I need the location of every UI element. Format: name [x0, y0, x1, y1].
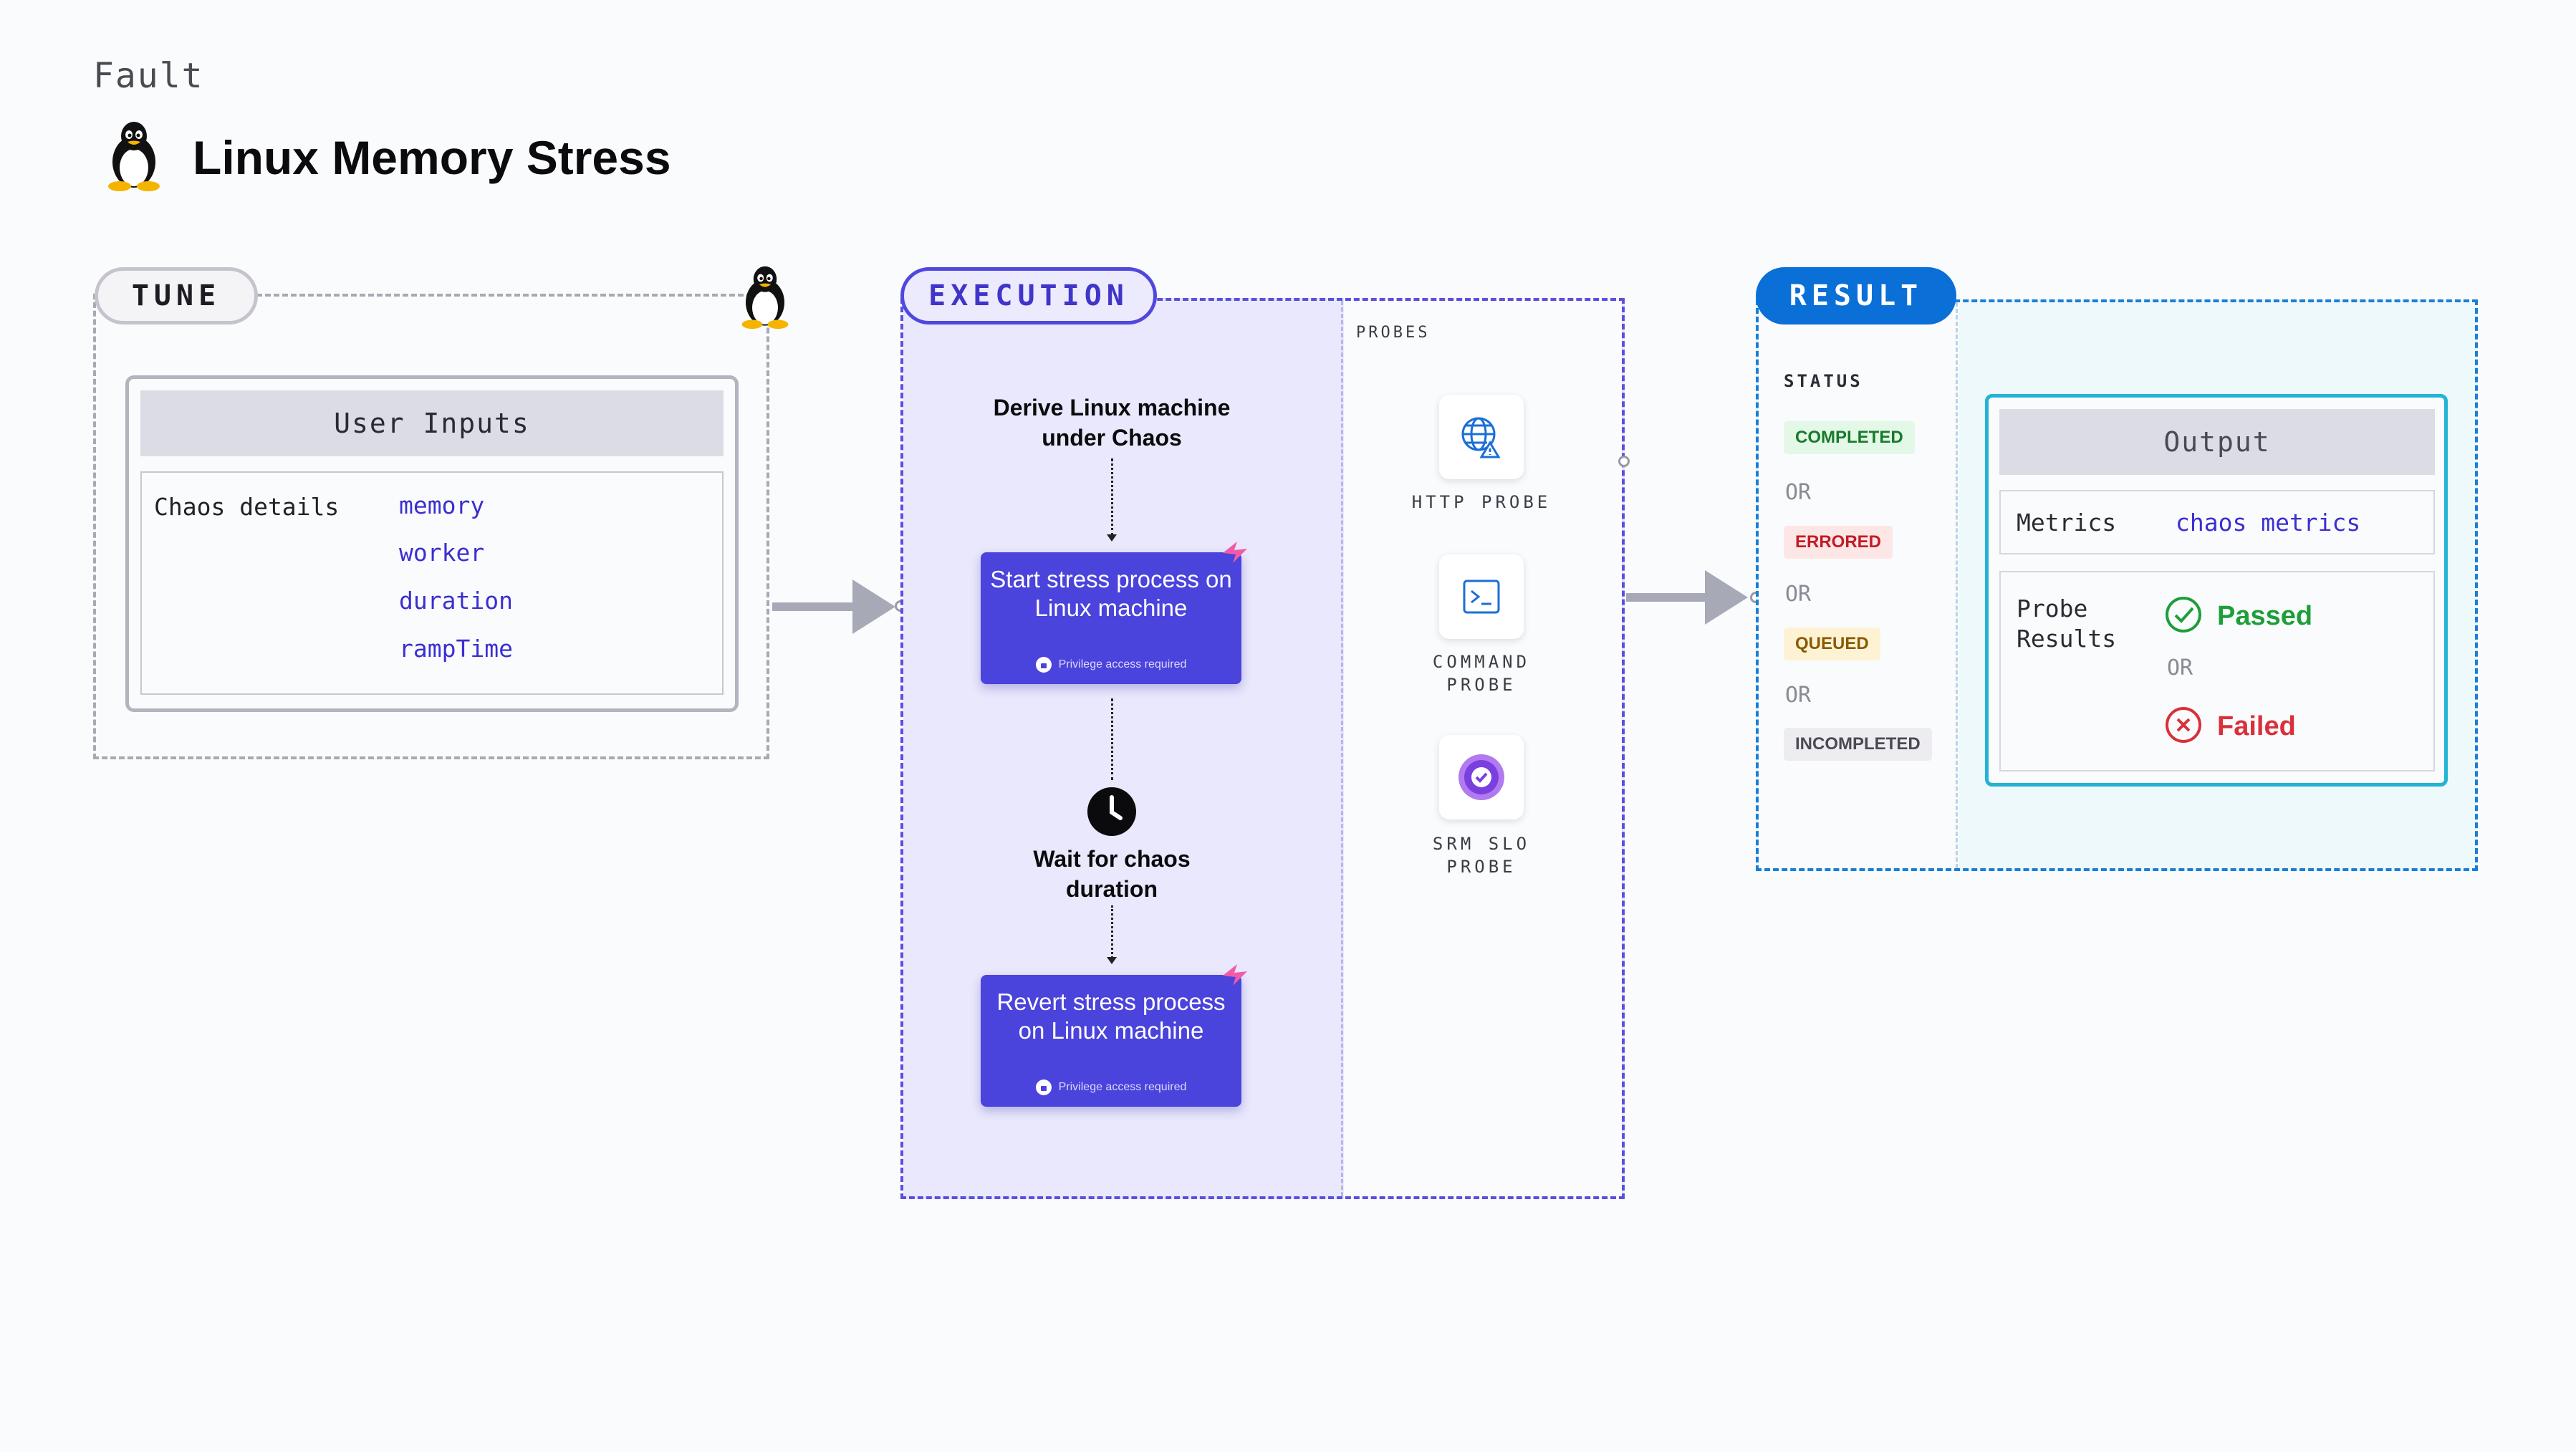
execution-pill: EXECUTION [900, 267, 1157, 324]
chaos-spark-icon [1220, 539, 1250, 569]
flow-connector [1111, 698, 1113, 780]
status-completed-badge: COMPLETED [1784, 421, 1915, 454]
user-inputs-title: User Inputs [140, 390, 724, 456]
failed-result: Failed [2164, 706, 2296, 748]
privilege-note-text: Privilege access required [1058, 1081, 1187, 1093]
privilege-note: Privilege access required [981, 657, 1241, 673]
card-revert-stress-text: Revert stress process on Linux machine [996, 989, 1226, 1044]
result-pill: RESULT [1756, 267, 1956, 324]
or-text: OR [1785, 683, 1812, 708]
passed-result: Passed [2164, 595, 2312, 638]
tune-pill: TUNE [95, 267, 258, 324]
or-text: OR [2167, 655, 2193, 681]
x-circle-icon [2164, 706, 2203, 748]
or-text: OR [1785, 480, 1812, 505]
status-divider [1956, 302, 1958, 868]
metrics-label: Metrics [2017, 509, 2117, 537]
privilege-note-text: Privilege access required [1058, 658, 1187, 670]
srm-slo-icon [1439, 735, 1524, 819]
terminal-icon [1439, 554, 1524, 639]
chaos-details-box [140, 471, 724, 695]
privilege-note: Privilege access required [981, 1080, 1241, 1095]
clock-icon [1087, 787, 1137, 840]
card-start-stress: Start stress process on Linux machine Pr… [981, 552, 1241, 684]
flow-arrow-line [1626, 593, 1715, 602]
metrics-row: Metrics chaos metrics [1999, 490, 2435, 554]
srm-slo-probe-label: SRM SLO PROBE [1432, 834, 1531, 877]
param-duration: duration [399, 587, 513, 615]
flow-arrowhead [1107, 957, 1117, 964]
linux-tux-icon [738, 265, 792, 333]
passed-label: Passed [2217, 601, 2313, 631]
card-revert-stress: Revert stress process on Linux machine P… [981, 975, 1241, 1107]
flow-arrowhead [1107, 534, 1117, 542]
chaos-spark-icon [1220, 961, 1250, 992]
connector-dot [1618, 456, 1630, 467]
failed-label: Failed [2217, 711, 2296, 741]
status-errored-badge: ERRORED [1784, 526, 1893, 559]
param-memory: memory [399, 491, 485, 519]
status-incompleted-badge: INCOMPLETED [1784, 728, 1932, 761]
flow-connector [1111, 458, 1113, 536]
page-title: Linux Memory Stress [193, 131, 671, 184]
probe-results-label: Probe Results [2017, 595, 2117, 653]
lock-icon [1035, 1080, 1052, 1095]
probe-results-row: Probe Results Passed OR Failed [1999, 571, 2435, 771]
http-globe-icon [1439, 395, 1524, 479]
check-circle-icon [2164, 595, 2203, 638]
status-title: STATUS [1784, 371, 1863, 391]
tune-section [93, 294, 769, 759]
probes-divider [1341, 301, 1343, 1196]
flow-arrow-head [1705, 570, 1748, 625]
flow-arrow-line [772, 602, 858, 611]
linux-tux-icon [104, 120, 164, 196]
command-probe-label: COMMAND PROBE [1432, 652, 1531, 695]
step-wait-duration: Wait for chaos duration [1033, 846, 1191, 902]
probes-title: PROBES [1356, 324, 1431, 342]
status-queued-badge: QUEUED [1784, 628, 1880, 660]
http-probe-label: HTTP PROBE [1411, 492, 1552, 512]
fault-category-label: Fault [93, 56, 204, 96]
param-ramptime: rampTime [399, 635, 513, 663]
step-derive-machine: Derive Linux machine under Chaos [993, 395, 1231, 451]
metrics-value: chaos metrics [2176, 509, 2361, 537]
title-row: Linux Memory Stress [104, 118, 671, 197]
lock-icon [1035, 657, 1052, 673]
card-start-stress-text: Start stress process on Linux machine [990, 566, 1232, 621]
or-text: OR [1785, 582, 1812, 607]
output-title: Output [1999, 409, 2435, 475]
param-worker: worker [399, 539, 485, 567]
flow-connector [1111, 905, 1113, 958]
chaos-details-label: Chaos details [154, 493, 340, 521]
flow-arrow-head [852, 580, 895, 634]
